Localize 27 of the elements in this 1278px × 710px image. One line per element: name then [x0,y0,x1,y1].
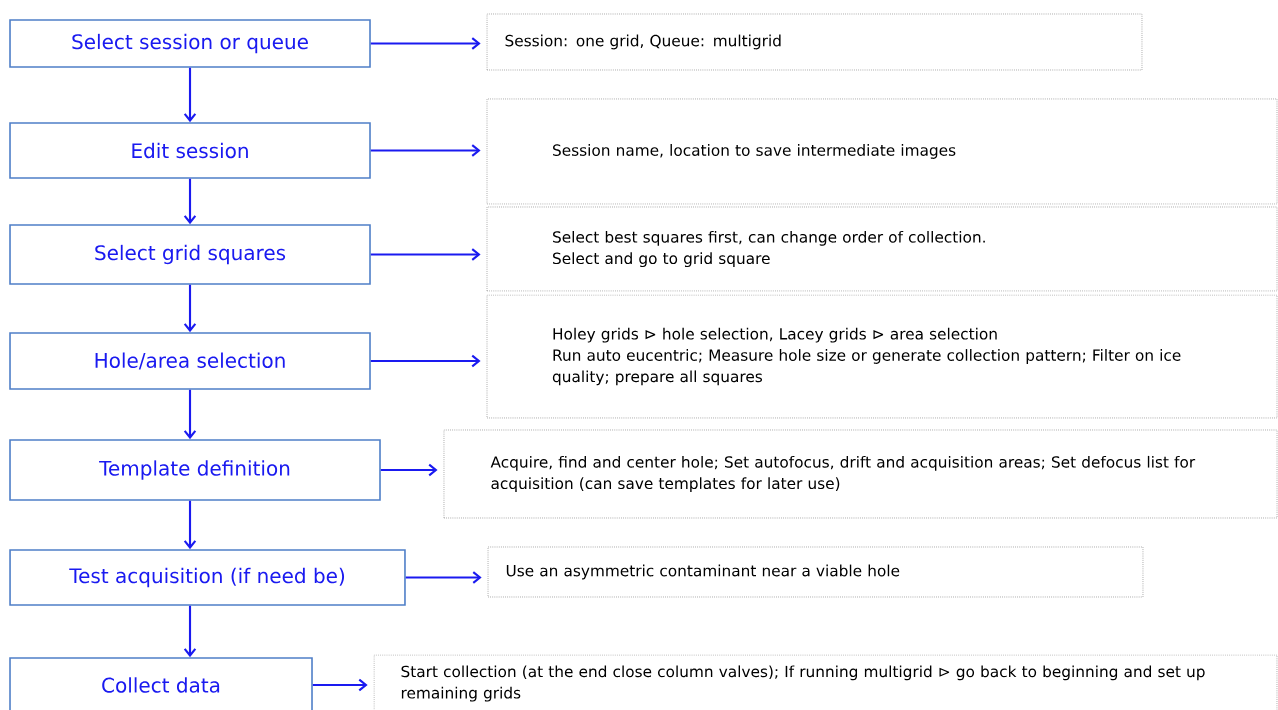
note-box: Acquire, find and center hole; Set autofocus, drift and acquisition areas; Set defocus list for acquisition (can save templates for later use) [443,429,1278,519]
process-box: Hole/area selection [9,332,371,390]
arrow [312,678,368,692]
arrow [370,248,481,261]
arrow [370,144,481,157]
arrow [183,605,197,658]
note-box: Session name, location to save intermediate images [486,98,1278,205]
note-box: Session: one grid, Queue: multigrid [486,13,1143,71]
process-box: Template definition [9,439,381,501]
process-box: Select grid squares [9,224,371,285]
note-box: Holey grids ⊳ hole selection, Lacey grids ⊳ area selection Run auto eucentric; Measure hole size or generate collection pattern; Filter on ice quality; prepare all squares [486,294,1278,419]
process-box: Edit session [9,122,371,179]
arrow [183,284,197,333]
arrow [183,389,197,440]
process-box: Collect data [9,657,313,710]
note-box: Use an asymmetric contaminant near a viable hole [487,546,1144,598]
arrow [183,178,197,225]
arrow [370,37,481,50]
arrow [380,463,438,477]
arrow [183,67,197,123]
note-box: Select best squares first, can change order of collection. Select and go to grid square [486,206,1278,292]
note-box: Start collection (at the end close column valves); If running multigrid ⊳ go back to beginning and set up remaining grids [373,654,1278,710]
arrow [405,571,482,584]
arrow [370,354,481,368]
process-box: Select session or queue [9,19,371,68]
process-box: Test acquisition (if need be) [9,549,406,606]
arrow [183,500,197,550]
